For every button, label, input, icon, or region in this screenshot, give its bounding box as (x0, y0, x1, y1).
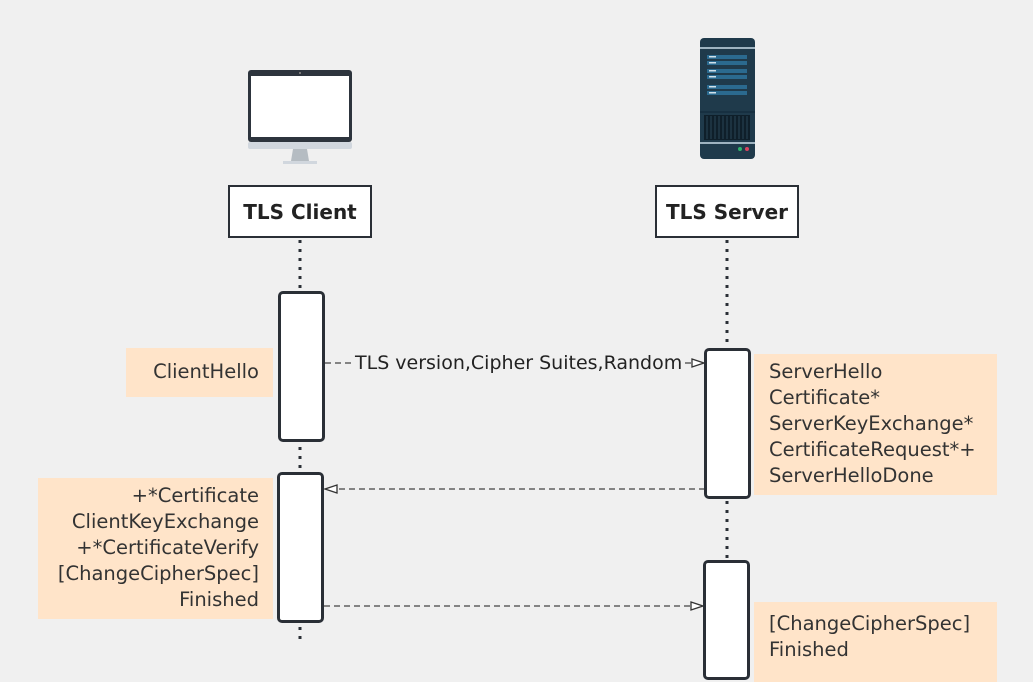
note-line: [ChangeCipherSpec] (769, 612, 971, 635)
note-line: Finished (179, 588, 259, 611)
note-client-finish: +*Certificate ClientKeyExchange +*Certif… (38, 478, 273, 619)
note-line: ClientKeyExchange (71, 510, 259, 533)
note-line: [ChangeCipherSpec] (57, 562, 259, 585)
note-line: ServerHelloDone (769, 464, 934, 487)
note-server-hello: ServerHello Certificate* ServerKeyExchan… (754, 354, 997, 495)
note-client-hello: ClientHello (126, 348, 273, 397)
note-server-finish: [ChangeCipherSpec] Finished (754, 602, 997, 682)
note-line: CertificateRequest*+ (769, 438, 976, 461)
note-line: ServerKeyExchange* (769, 412, 974, 435)
note-line: +*Certificate (131, 484, 259, 507)
note-line: Certificate* (769, 386, 881, 409)
client-activation-1 (278, 291, 325, 442)
server-activation-2 (703, 560, 750, 680)
note-line: ClientHello (153, 360, 259, 383)
note-line: ServerHello (769, 360, 883, 383)
client-activation-2 (277, 472, 324, 623)
participant-tls-server: TLS Server (655, 185, 799, 238)
note-line: +*CertificateVerify (76, 536, 259, 559)
desktop-monitor-icon (248, 70, 352, 164)
note-line: Finished (769, 638, 849, 661)
server-activation-1 (704, 348, 751, 499)
participant-tls-client: TLS Client (228, 185, 372, 238)
server-rack-icon (700, 38, 755, 159)
message-label: TLS version,Cipher Suites,Random (355, 352, 683, 374)
